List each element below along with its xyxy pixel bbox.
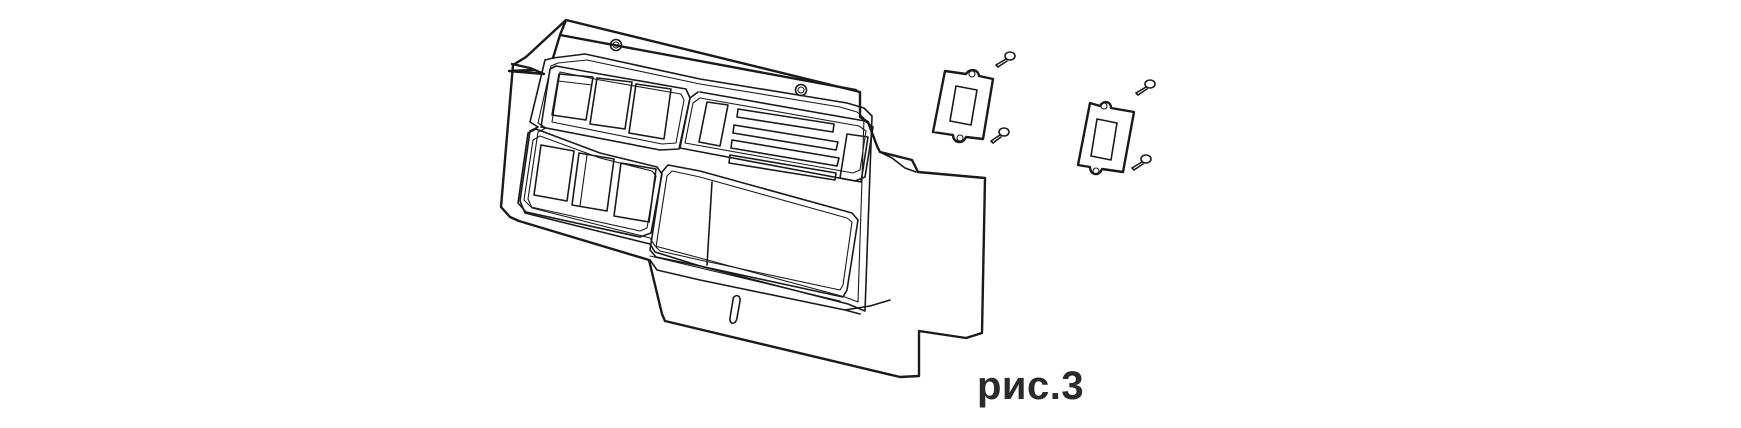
upper-switch-recess	[541, 66, 690, 150]
bracket-left-hole-bottom	[957, 135, 963, 141]
switch-5-divider	[580, 155, 587, 206]
right-small-switch	[840, 134, 868, 182]
indicator-slot-1	[737, 109, 834, 132]
center-small-switch	[699, 102, 728, 146]
screw-2-head	[999, 128, 1009, 136]
screw-2-shank	[991, 135, 1001, 143]
mounting-hole-top-right	[796, 85, 807, 96]
panel-top-flange	[553, 20, 856, 90]
large-lower-recess-inner	[656, 171, 852, 290]
bracket-left-hole-top	[969, 71, 975, 77]
switch-1	[552, 74, 593, 120]
bracket-left-plate	[933, 70, 993, 142]
center-display-recess	[680, 92, 873, 181]
screw-1-shank	[996, 59, 1007, 67]
screw-4	[1132, 155, 1151, 170]
panel-bottom-skirt	[650, 260, 890, 314]
indicator-slot-3	[731, 140, 839, 166]
mounting-hole-top-right-inner	[798, 87, 804, 93]
switch-4	[534, 145, 574, 201]
bracket-right-hole-top	[1101, 103, 1107, 109]
center-display-recess-inner	[685, 98, 866, 173]
switch-5	[572, 153, 614, 211]
slot-hole	[730, 296, 740, 324]
mounting-hole-top-left-inner	[613, 42, 619, 48]
switch-2	[590, 78, 632, 129]
large-recess-divider	[707, 182, 712, 265]
lower-switch-recess	[518, 129, 662, 237]
bracket-right-window	[1091, 119, 1117, 160]
screw-4-head	[1141, 155, 1151, 163]
screw-1	[996, 52, 1015, 67]
lower-switch-recess-inner	[524, 136, 656, 231]
screw-3	[1136, 80, 1155, 95]
mounting-bracket-right	[1078, 102, 1134, 174]
screw-3-shank	[1136, 87, 1147, 95]
indicator-slot-2	[733, 125, 838, 150]
mounting-hole-top-left	[611, 40, 622, 51]
control-panel-housing	[501, 20, 985, 377]
screw-3-head	[1145, 80, 1155, 88]
switch-3	[629, 84, 671, 139]
panel-inner-frame	[520, 54, 872, 311]
large-recess-bottom-edge	[650, 256, 840, 301]
panel-right-flap	[880, 152, 916, 172]
indicator-slot-4	[729, 155, 836, 180]
figure-caption: рис.3	[977, 364, 1085, 408]
bracket-left-window	[950, 86, 977, 125]
screw-1-head	[1005, 52, 1015, 60]
upper-switch-recess-inner	[552, 72, 684, 144]
bracket-right-plate	[1078, 102, 1134, 174]
large-lower-recess	[650, 165, 858, 297]
switch-6	[614, 163, 656, 222]
screw-2	[991, 128, 1009, 143]
mounting-bracket-left	[933, 70, 993, 142]
bracket-right-hole-bottom	[1093, 168, 1099, 174]
switch-1-bar	[558, 81, 592, 85]
screw-4-shank	[1132, 162, 1143, 170]
